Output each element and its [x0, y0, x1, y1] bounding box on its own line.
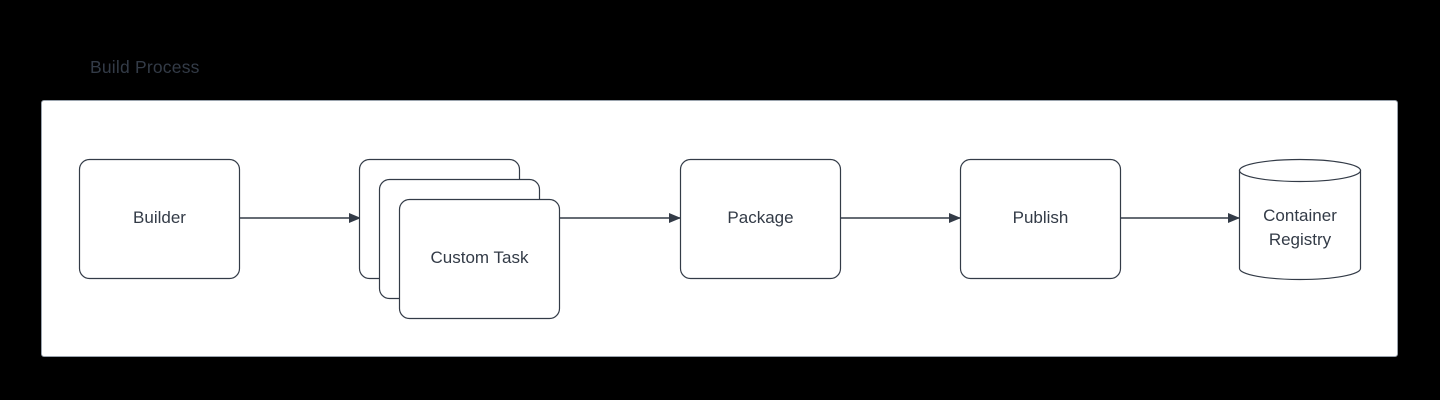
node-custom-task-card-front[interactable]: [398, 198, 561, 320]
node-publish[interactable]: [959, 158, 1122, 280]
node-container-registry[interactable]: [1238, 158, 1362, 281]
node-builder[interactable]: [78, 158, 241, 280]
node-package[interactable]: [679, 158, 842, 280]
page-title: Build Process: [90, 57, 200, 77]
